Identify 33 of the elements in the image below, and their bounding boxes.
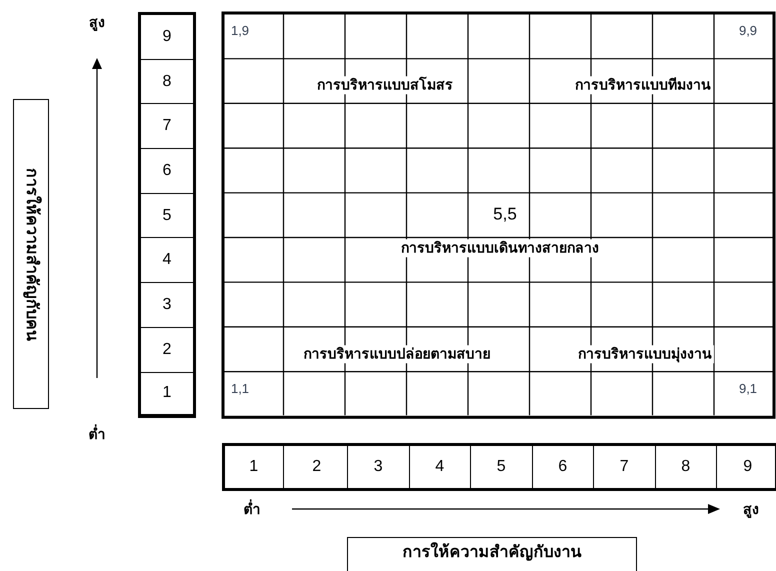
style-label: การบริหารแบบมุ่งงาน <box>576 345 714 363</box>
scale-number: 4 <box>410 446 471 488</box>
scale-number: 6 <box>532 446 594 488</box>
scale-number: 5 <box>471 446 532 488</box>
axis-end-label: สูง <box>89 13 105 33</box>
axis-title: การให้ความสำคัญกับงาน <box>402 541 582 563</box>
scale-number: 7 <box>594 446 656 488</box>
style-label: การบริหารแบบทีมงาน <box>573 76 713 94</box>
scale-number: 5 <box>141 194 193 238</box>
axis-end-label: สูง <box>743 500 759 520</box>
scale-number: 6 <box>141 149 193 194</box>
axis-title: การให้ความสำคัญกับคน <box>22 168 42 340</box>
scale-number: 7 <box>141 104 193 150</box>
scale-number: 1 <box>225 446 284 488</box>
axis-title-box <box>347 537 637 571</box>
axis-end-label: ต่ำ <box>88 424 106 444</box>
axis-end-label: ต่ำ <box>244 499 260 519</box>
style-label: การบริหารแบบสโมสร <box>315 76 455 94</box>
scale-number: 9 <box>141 15 193 60</box>
style-label: การบริหารแบบปล่อยตามสบาย <box>302 345 492 363</box>
scale-number: 8 <box>141 60 193 104</box>
style-label: การบริหารแบบเดินทางสายกลาง <box>399 239 601 257</box>
axis-title-box <box>13 99 49 409</box>
scale-number: 2 <box>286 446 348 488</box>
scale-number: 3 <box>348 446 410 488</box>
coordinate-label: 9,1 <box>736 380 760 398</box>
scale-number: 2 <box>141 328 193 373</box>
coordinate-label: 9,9 <box>736 22 760 40</box>
scale-number: 9 <box>742 457 754 477</box>
scale-number: 1 <box>141 372 193 416</box>
scale-number: 3 <box>141 283 193 328</box>
scale-number: 8 <box>656 446 717 488</box>
scale-number: 4 <box>141 238 193 284</box>
